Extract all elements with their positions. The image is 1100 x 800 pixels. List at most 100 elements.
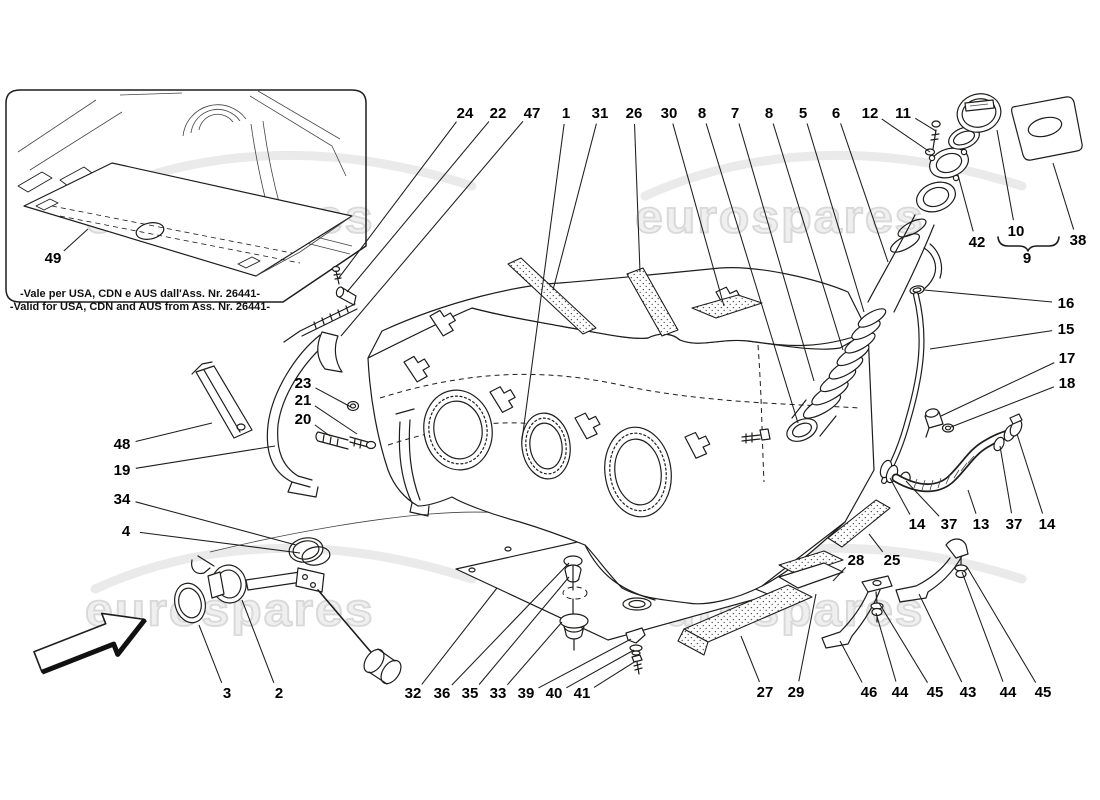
side-bolt (741, 432, 761, 444)
callout-45: 45 (1035, 684, 1052, 701)
callout-9: 9 (1023, 250, 1031, 267)
bracket-46 (861, 575, 893, 593)
leader-line-29 (798, 593, 817, 682)
leader-line-36 (451, 562, 570, 686)
callout-42: 42 (969, 234, 986, 251)
plate-29 (778, 562, 844, 589)
leader-line-23 (315, 387, 352, 408)
callout-12: 12 (862, 105, 879, 122)
inset-border (5, 89, 367, 303)
leader-line-18 (950, 386, 1055, 428)
strap-hook-47 (317, 331, 343, 373)
filler-hose-assembly (879, 408, 1023, 493)
leader-line-30 (672, 123, 725, 307)
callout-41: 41 (574, 685, 591, 702)
foam-pad-26 (626, 267, 679, 337)
callout-8: 8 (698, 105, 706, 122)
leader-line-7 (738, 123, 815, 382)
leader-line-13 (967, 489, 977, 514)
leader-line-5 (806, 123, 865, 313)
leader-line-43 (918, 593, 963, 683)
leader-line-40 (566, 649, 635, 689)
pads-and-brackets (507, 257, 969, 656)
threaded-rod (283, 303, 358, 343)
inset-underbody-view (5, 89, 367, 303)
leader-line-21 (314, 405, 358, 435)
clamp-screw (1009, 413, 1023, 425)
leader-line-22 (346, 121, 490, 293)
foam-pad-31 (507, 257, 597, 335)
callout-32: 32 (405, 685, 422, 702)
sender-bracket (295, 567, 325, 593)
neck-clamp-ring (916, 181, 956, 213)
callout-6: 6 (832, 105, 840, 122)
callout-27: 27 (757, 684, 774, 701)
callout-13: 13 (973, 516, 990, 533)
nut-45 (871, 607, 883, 617)
callout-43: 43 (960, 684, 977, 701)
leader-line-10 (996, 129, 1014, 221)
callout-37: 37 (941, 516, 958, 533)
leader-line-8 (705, 123, 799, 424)
leader-line-1 (521, 123, 565, 441)
callout-46: 46 (861, 684, 878, 701)
brace-9 (997, 236, 1060, 252)
sender-connector (207, 571, 225, 599)
callout-48: 48 (114, 436, 131, 453)
leader-line-39 (538, 638, 632, 689)
cover-plate-38 (1011, 96, 1083, 161)
callout-18: 18 (1059, 375, 1076, 392)
callout-21: 21 (295, 392, 312, 409)
tank-opening-ring (604, 426, 672, 518)
callout-2: 2 (275, 685, 283, 702)
callout-22: 22 (490, 105, 507, 122)
callout-7: 7 (731, 105, 739, 122)
float (363, 648, 385, 674)
leader-line-41 (593, 660, 637, 688)
leader-line-38 (1052, 162, 1075, 230)
callout-37: 37 (1006, 516, 1023, 533)
leader-line-20 (314, 424, 331, 437)
leader-line-44 (961, 571, 1004, 682)
nut-23 (346, 400, 360, 412)
callout-17: 17 (1059, 350, 1076, 367)
nut-45 (955, 569, 967, 579)
tank-strap-19 (266, 334, 331, 498)
callout-44: 44 (892, 684, 909, 701)
leader-line-24 (337, 121, 457, 280)
callout-47: 47 (524, 105, 541, 122)
screw-41 (631, 654, 643, 663)
leader-line-46 (839, 640, 863, 683)
callout-1: 1 (562, 105, 570, 122)
leader-line-14 (1016, 433, 1044, 514)
panel-hole (135, 222, 165, 240)
inset-tab (17, 171, 53, 193)
callout-10: 10 (1008, 223, 1025, 240)
leader-line-8 (772, 123, 844, 351)
seal-ring-3 (174, 582, 206, 624)
leader-line-14 (889, 477, 911, 515)
tank-opening-ring (423, 389, 493, 471)
callout-39: 39 (518, 685, 535, 702)
leader-line-32 (421, 587, 498, 685)
filler-neck-assembly (791, 93, 1083, 484)
callout-26: 26 (626, 105, 643, 122)
tank-opening-ring (521, 412, 571, 480)
o-ring-37 (993, 436, 1005, 452)
callout-30: 30 (661, 105, 678, 122)
sender-arm (245, 571, 303, 591)
callout-20: 20 (295, 411, 312, 428)
bellows-clamp-5 (857, 308, 887, 328)
leader-line-25 (868, 533, 884, 553)
leader-line-27 (740, 635, 760, 683)
stud-21 (349, 436, 369, 449)
tank-top-face (367, 267, 869, 359)
callout-24: 24 (457, 105, 474, 122)
leader-line-6 (840, 123, 889, 263)
washer-40 (629, 644, 643, 652)
leader-line-17 (940, 362, 1055, 417)
watermark-text: eurospares (634, 191, 925, 243)
callout-23: 23 (295, 375, 312, 392)
